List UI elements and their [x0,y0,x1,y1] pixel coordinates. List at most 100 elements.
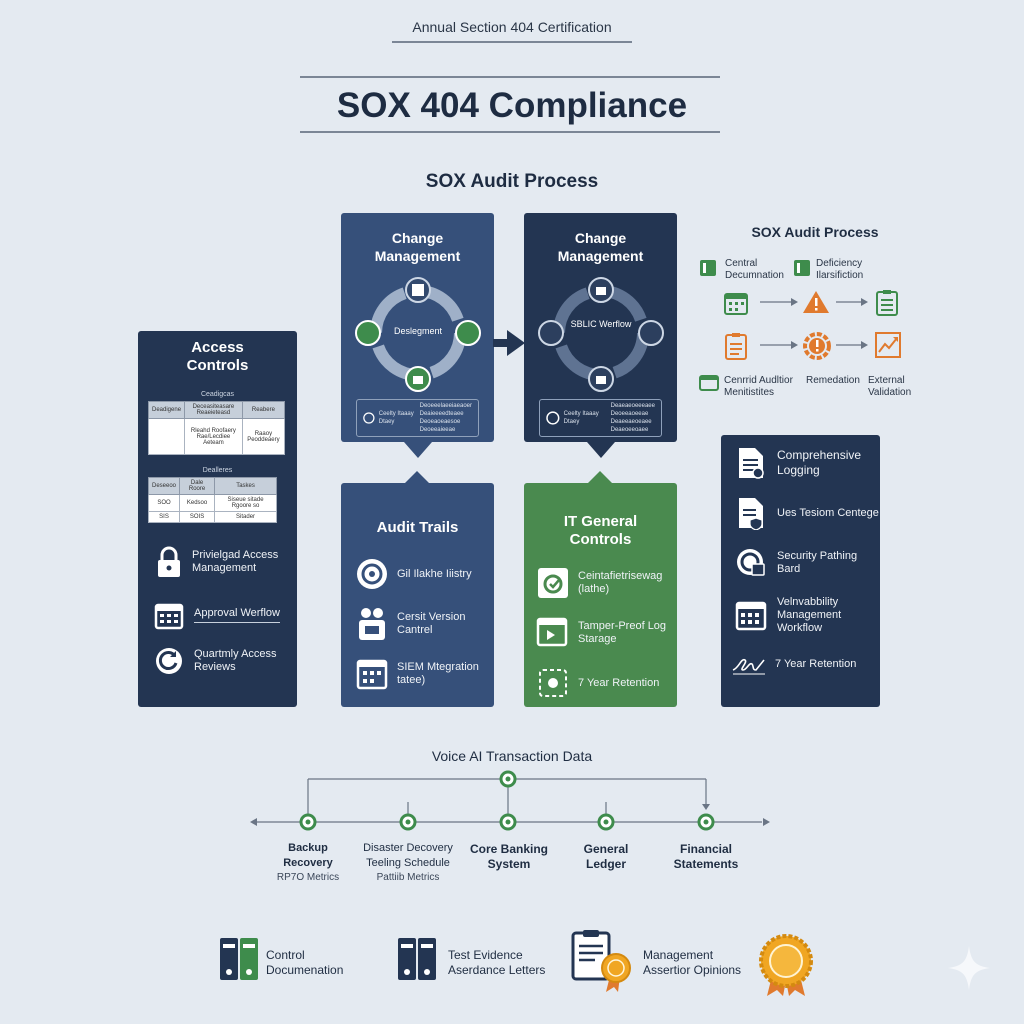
timeline-node-backup: Backup Recovery RP7O Metrics [258,841,358,884]
table-header: Deceasiteasare Reaeieteasd [184,401,243,419]
itgc-item-3: 7 Year Retention [536,665,677,701]
legend-line: Deoeaoeaesoe [419,419,461,425]
item-label: Approval Werflow [194,607,280,623]
calendar-icon [735,595,767,635]
sparkle-icon [948,946,990,990]
item-label: SIEM Mtegration tatee) [397,661,479,686]
audit-item-version: Cersit Version Cantrel [355,605,494,643]
pointer-up-arrow [586,471,614,485]
timeline-node-general-ledger: General Ledger [566,842,646,872]
calendar-icon [724,293,748,315]
checklist-target-icon [536,565,570,601]
table-cell: Kedsoo [179,494,216,512]
right-flow-heading: SOX Audit Process [751,224,879,240]
logging-item: Comprehensive Logging [735,445,880,481]
flow-arrow [836,298,868,306]
flow-label: External Validation [868,375,912,398]
security-lock-icon [735,545,767,581]
table-header: Dale Roore [179,477,216,495]
binders-icon [398,938,436,980]
timeline-node-core-banking: Core Banking System [462,842,556,872]
bottom-label: Control Documenation [266,948,344,977]
legend-line: Deoeeaoeeae [610,411,649,417]
it-general-controls-panel: IT General Controls Ceintafietrisewag (l… [524,471,677,707]
access-table-2: Deseeoo Dale Roore Taskes SOO Kedsoo Sis… [147,477,277,523]
timeline-diagram [250,770,770,831]
flow-arrow-right [493,330,525,356]
timeline-node-financial-statements: Financial Statements [656,842,756,872]
logging-item: Security Pathing Bard [735,545,880,581]
item-label: Ues Tesiom Centege [777,506,879,519]
access-table-1: Deadigene Deceasiteasare Reaeieteasd Rea… [147,401,286,455]
item-label: Cersit Version Cantrel [397,611,466,636]
flow-label: Remedation [806,375,860,386]
sdlc-cycle-diagram [538,277,664,392]
target-icon [355,557,389,591]
legend-title: Ceelty Itaaay Dtaey [378,411,414,425]
title-rule-top [300,76,720,78]
subtitle-rule [392,41,632,43]
title-rule-bottom [300,131,720,133]
document-shield-icon [735,495,767,531]
retention-circuit-icon [536,665,570,701]
legend-line: Deaeaeoeeeaee [610,403,655,409]
page-title: SOX 404 Compliance [336,86,688,125]
checklist-icon [876,290,898,316]
node-sub: Pattiib Metrics [376,872,440,883]
cycle-center-label: Deslegment [393,326,443,336]
log-storage-icon [536,615,570,651]
trend-chart-icon [875,332,901,358]
table-header: Reabere [241,401,286,419]
itgc-title: IT General Controls [563,513,638,548]
approval-workflow-item: Approval Werflow [154,599,297,631]
item-label: Comprehensive Logging [777,448,862,477]
alert-gear-icon [803,332,831,360]
bottom-label: Test Evidence Aserdance Letters [448,948,546,977]
table-cell: Siseue sitade Rgoore so [214,494,277,512]
table-header: Deseeoo [147,477,181,495]
change-management-title: Change Management [374,230,461,264]
padlock-icon [154,545,184,579]
table-header: Taskes [214,477,277,495]
audit-item-git: Gil Ilakhe Iiistry [355,557,494,591]
change-management-panel-2: Change Management SBLIC Werflow Ceelty I… [524,213,677,442]
item-label: Privielgad Access Management [192,549,279,574]
node-title: Financial Statements [673,842,739,871]
item-label: 7 Year Retention [578,676,660,689]
item-label: Gil Ilakhe Iiistry [397,567,472,580]
audit-item-siem: SIEM Mtegration tatee) [355,657,494,691]
bottom-label: Management Assertior Opinions [643,948,742,977]
legend-line: Deaieeeedteaee [419,411,464,417]
audit-trails-title: Audit Trails [376,519,459,536]
legend-title: Ceelty Itaaay Dtaey [563,411,599,425]
change-management-panel-1: Change Management Deslegment Ceelty Itaa… [341,213,494,442]
flow-arrow [836,341,868,349]
logging-item: Ues Tesiom Centege [735,495,880,531]
legend-line: Deaeeaeoeaee [610,419,652,425]
table-row: SIS SOIS Sitader [147,511,277,523]
node-sub: RP7O Metrics [276,872,340,883]
item-label: Security Pathing Bard [777,550,858,575]
shield-icon [363,412,375,424]
flow-label: Cenrrid Audltior Menitistites [724,375,793,398]
flow-arrow [760,341,798,349]
table2-caption: Dealleres [202,467,233,474]
documentation-book-icon [700,260,716,276]
signature-icon [731,651,767,677]
flow-label: Deficiency Ilarsifiction [816,258,864,281]
document-icon [735,445,767,481]
warning-icon [803,291,829,313]
item-label: Ceintafietrisewag (lathe) [578,570,663,595]
monitor-icon [699,375,719,391]
quarterly-reviews-item: Quartmly Access Reviews [154,645,297,677]
users-icon [355,605,389,643]
table-cell: Raaoy Peoddeaery [241,418,286,455]
table-cell: SIS [147,511,181,523]
access-controls-panel: Access Controls Ceadigcas Deadigene Dece… [138,331,297,707]
binders-icon [220,938,258,980]
shield-icon [546,411,560,425]
pointer-down-arrow [404,442,432,458]
deficiency-book-icon [794,260,810,276]
item-label: Quartmly Access Reviews [194,648,277,673]
logging-item: Velnvabbility Management Workflow [735,595,880,635]
